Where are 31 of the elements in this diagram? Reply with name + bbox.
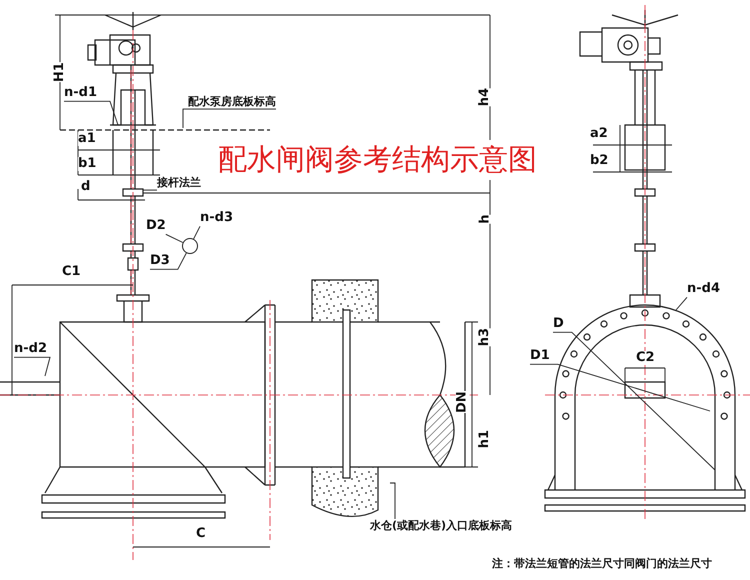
callout-label: n-d3 [200,211,234,226]
dimension-label: DN [456,391,470,413]
leader-line [552,332,716,470]
diagram-title: 配水闸阀参考结构示意图 [218,140,537,180]
callout-label: 水仓(或配水巷)入口底板标高 [370,520,512,532]
leader-line [14,356,51,376]
leader-line [64,100,118,126]
dimension-label: h3 [478,328,492,346]
note-text: 注：带法兰短管的法兰尺寸同阀门的法兰尺寸 [492,558,712,570]
leader-line [193,226,200,240]
callout-label: n-d4 [687,282,720,296]
dimension-label: b1 [78,157,96,172]
callout-label: n-d1 [64,86,98,100]
leader-line [676,296,688,310]
leader-line [150,252,187,270]
callout-label: D1 [530,349,550,364]
callout-label: D2 [146,219,166,234]
callout-label: D [553,317,564,332]
leader-line [182,108,276,128]
dimension-label: h4 [478,88,492,106]
dimension-label: h [478,214,493,224]
callout-label: D3 [150,254,170,268]
callout-label: 接杆法兰 [157,177,201,190]
leader-line [390,482,396,520]
leader-line [165,234,184,243]
callout-label: n-d2 [14,342,48,356]
leader-line [142,190,158,191]
bolt-hole-symbol [182,238,198,254]
callout-label: 配水泵房底板标高 [188,96,276,108]
dimension-label: a1 [78,132,96,146]
leader-line [530,364,710,412]
